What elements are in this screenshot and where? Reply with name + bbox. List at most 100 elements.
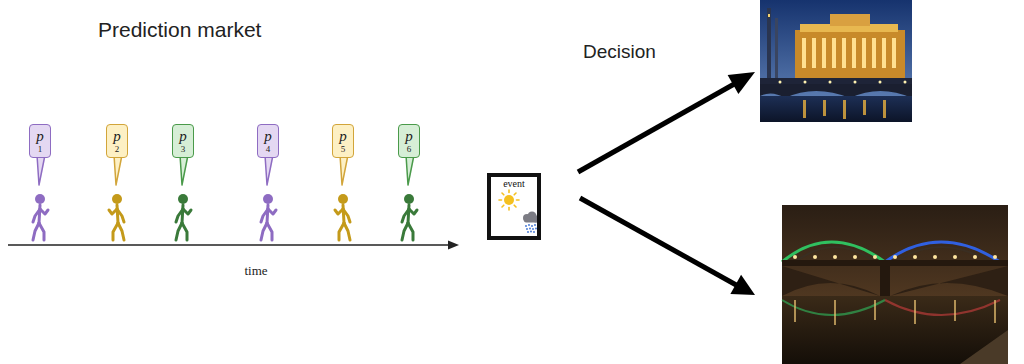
photo-lit-bridge bbox=[953, 255, 957, 259]
stick-figure bbox=[261, 209, 268, 222]
stick-figure bbox=[35, 194, 45, 204]
photo-night-bridge bbox=[803, 100, 886, 119]
stick-figure bbox=[182, 223, 187, 240]
time-axis bbox=[8, 241, 459, 250]
probability-symbol: p bbox=[339, 129, 347, 144]
stick-figures bbox=[33, 194, 417, 240]
photo-night-bridge bbox=[863, 100, 866, 115]
photo-lit-bridge bbox=[782, 242, 885, 262]
stick-figure bbox=[33, 223, 39, 240]
probability-symbol: p bbox=[36, 129, 44, 144]
subscript-index: 5 bbox=[341, 144, 346, 154]
stick-figure bbox=[183, 209, 191, 214]
stick-figure bbox=[40, 209, 48, 214]
photo-lit-bridge bbox=[890, 266, 1008, 296]
stick-figure bbox=[112, 194, 122, 204]
stick-figure bbox=[344, 223, 350, 240]
weather-icon bbox=[530, 231, 532, 233]
weather-icon bbox=[529, 228, 531, 230]
stick-figure bbox=[261, 194, 276, 240]
photo-night-bridge bbox=[904, 81, 907, 84]
stick-figure bbox=[267, 223, 272, 240]
stick-figure bbox=[338, 194, 348, 204]
photo-night-bridge bbox=[760, 0, 912, 122]
speech-tail bbox=[340, 155, 348, 185]
photo-lit-bridge bbox=[880, 266, 890, 296]
photo-lit-bridge bbox=[834, 300, 836, 325]
photo-lit-bridge bbox=[793, 255, 997, 259]
photo-night-bridge bbox=[854, 81, 857, 84]
photo-lit-bridge bbox=[795, 247, 875, 262]
photo-night-bridge bbox=[768, 14, 770, 17]
stick-figure bbox=[178, 194, 188, 204]
photo-lit-bridge bbox=[782, 266, 880, 296]
photo-night-bridge bbox=[822, 38, 826, 68]
photo-lit-bridge bbox=[813, 255, 817, 259]
decision-arrows bbox=[578, 83, 736, 172]
decision-arrows bbox=[730, 275, 755, 295]
speech-bubble: p4 bbox=[257, 124, 279, 158]
weather-icon bbox=[525, 224, 537, 233]
stick-figure bbox=[409, 209, 417, 214]
stick-figure bbox=[33, 194, 48, 240]
photo-lit-bridge bbox=[853, 255, 857, 259]
box-label: event bbox=[503, 178, 525, 189]
photo-night-bridge bbox=[802, 38, 806, 68]
stick-figure bbox=[176, 223, 182, 240]
section-heading: Prediction market bbox=[98, 17, 261, 42]
speech-bubble: p5 bbox=[332, 124, 354, 158]
subscript-index: 4 bbox=[266, 144, 271, 154]
stick-figure bbox=[335, 209, 343, 214]
stick-figure bbox=[402, 209, 409, 222]
photo-lit-bridge bbox=[994, 300, 996, 323]
photo-night-bridge bbox=[803, 100, 806, 118]
photo-night-bridge bbox=[882, 38, 886, 68]
weather-icon bbox=[489, 175, 540, 238]
photo-lit-bridge bbox=[782, 205, 1008, 364]
photo-night-bridge bbox=[872, 38, 876, 68]
speech-tail bbox=[265, 155, 273, 185]
weather-icon bbox=[508, 208, 510, 211]
decision-arrows bbox=[580, 198, 738, 286]
photo-lit-bridge bbox=[960, 330, 1008, 364]
subscript-index: 6 bbox=[407, 144, 412, 154]
photo-night-bridge bbox=[760, 78, 912, 84]
time-axis bbox=[448, 241, 459, 250]
weather-icon bbox=[525, 225, 527, 227]
stick-figure bbox=[109, 209, 117, 214]
photo-night-bridge bbox=[779, 81, 907, 84]
photo-night-bridge bbox=[767, 8, 771, 83]
weather-icon bbox=[502, 205, 504, 207]
photo-lit-bridge bbox=[873, 255, 877, 259]
photo-night-bridge bbox=[823, 100, 826, 116]
stick-figure bbox=[113, 223, 118, 240]
stick-figure bbox=[39, 223, 44, 240]
stick-figure bbox=[261, 223, 267, 240]
decision-arrows bbox=[728, 72, 755, 94]
weather-icon bbox=[514, 205, 516, 207]
photo-lit-bridge bbox=[782, 296, 1008, 364]
photo-lit-bridge bbox=[933, 255, 937, 259]
weather-icon bbox=[499, 190, 519, 210]
weather-icon bbox=[526, 228, 528, 230]
weather-icon bbox=[517, 199, 520, 201]
photo-lit-bridge bbox=[914, 300, 916, 324]
photo-lit-bridge bbox=[794, 300, 996, 325]
stick-figure bbox=[343, 209, 350, 222]
photo-night-bridge bbox=[760, 84, 912, 98]
speech-tail bbox=[114, 155, 122, 185]
weather-icon bbox=[527, 231, 529, 233]
photo-night-bridge bbox=[832, 38, 836, 68]
photo-lit-bridge bbox=[793, 255, 797, 259]
probability-symbol: p bbox=[405, 129, 413, 144]
weather-icon bbox=[528, 224, 530, 226]
weather-icon bbox=[514, 193, 516, 195]
weather-icon bbox=[524, 218, 538, 223]
photo-lit-bridge bbox=[913, 255, 917, 259]
weather-icon bbox=[534, 224, 536, 226]
speech-tail bbox=[180, 155, 188, 185]
photo-lit-bridge bbox=[782, 205, 1008, 364]
photo-lit-bridge bbox=[794, 300, 796, 322]
stick-figure bbox=[176, 209, 183, 222]
photo-night-bridge bbox=[829, 81, 832, 84]
